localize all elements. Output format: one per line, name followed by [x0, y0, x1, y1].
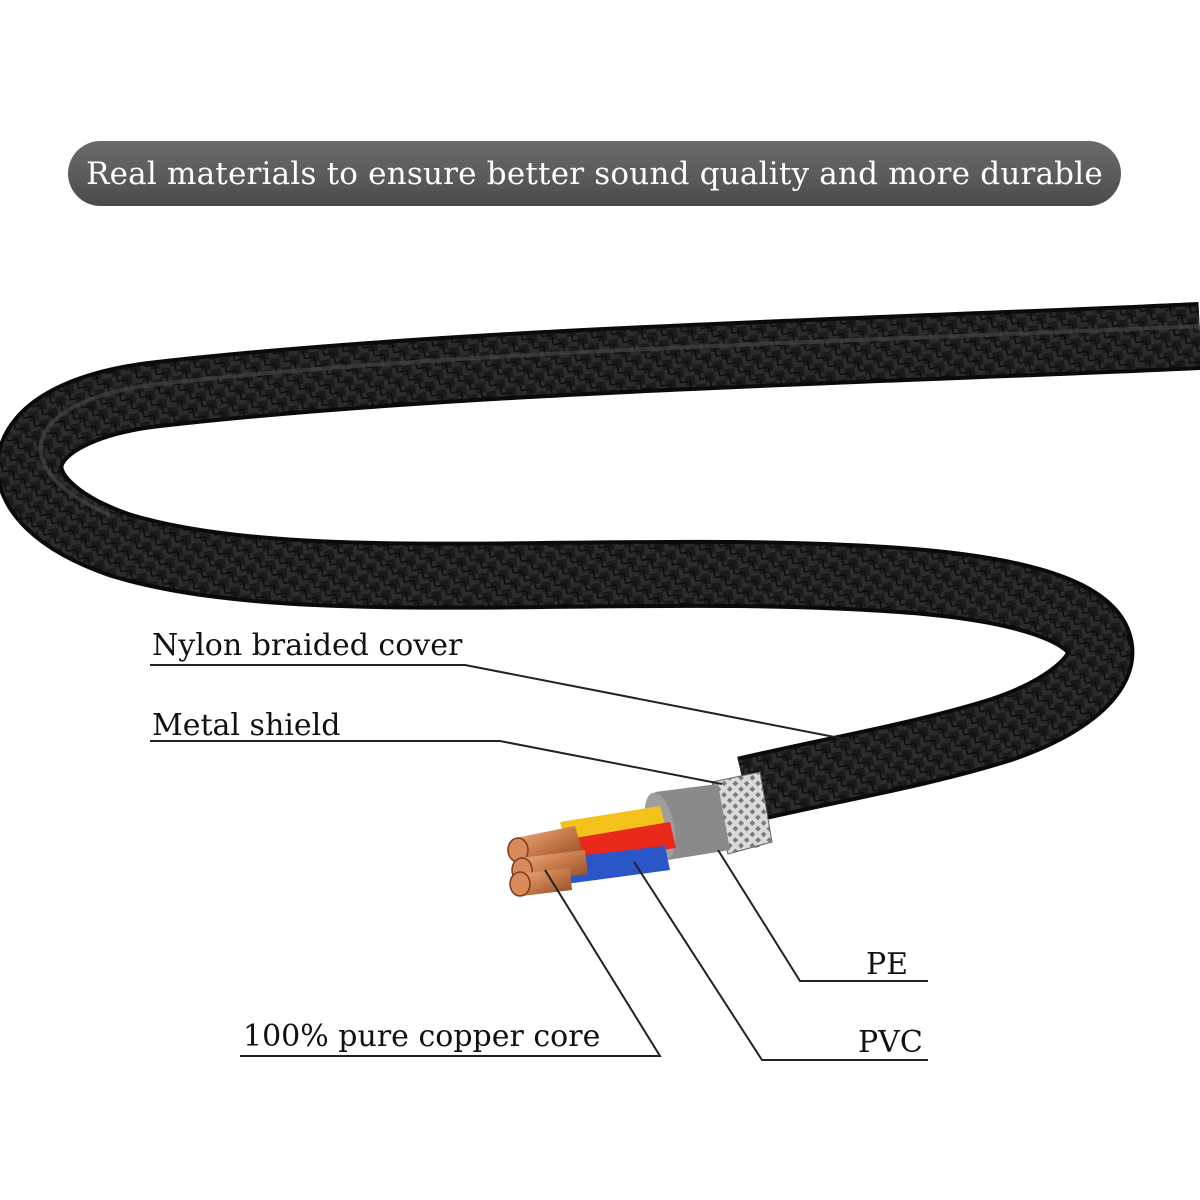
label-metal-shield: Metal shield	[152, 708, 341, 743]
label-pe: PE	[866, 947, 909, 982]
title-banner: Real materials to ensure better sound qu…	[68, 141, 1121, 206]
label-nylon-braided-cover: Nylon braided cover	[152, 628, 463, 663]
blue-wire	[560, 846, 670, 884]
leader-lines	[150, 664, 928, 1061]
leader-line-nylon	[150, 664, 856, 742]
leader-line-metal	[150, 740, 723, 785]
banner-title: Real materials to ensure better sound qu…	[86, 155, 1103, 192]
leader-line-pe	[717, 849, 928, 982]
label-pvc: PVC	[858, 1025, 923, 1060]
braided-cable	[0, 302, 1200, 824]
leader-line-pvc	[633, 861, 928, 1061]
wire-bundle	[560, 806, 676, 884]
leader-line-copper	[240, 869, 662, 1057]
copper-cores	[507, 826, 588, 897]
label-copper-core: 100% pure copper core	[243, 1019, 601, 1054]
red-wire	[575, 822, 676, 862]
